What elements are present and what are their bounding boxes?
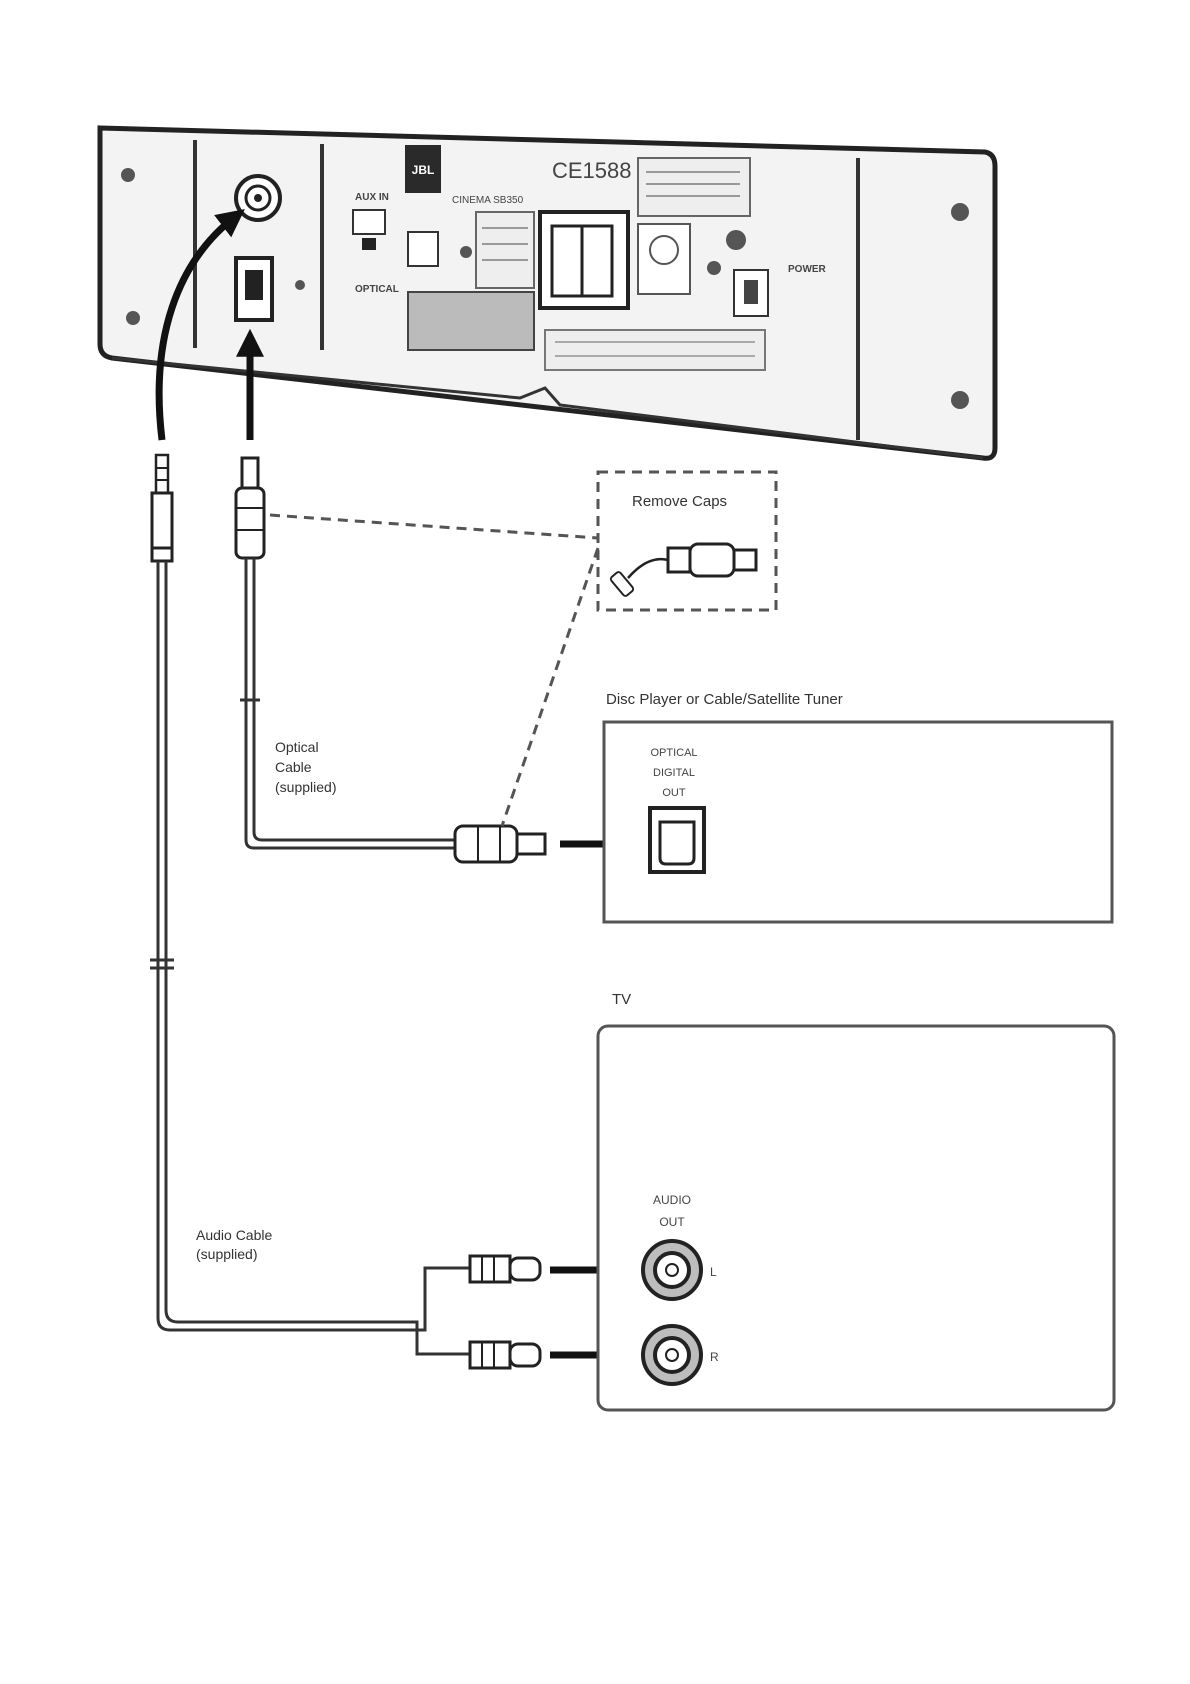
rca-plug-left (470, 1256, 540, 1282)
disc-player-device: Disc Player or Cable/Satellite Tuner OPT… (604, 691, 1112, 922)
optical-out-label-2: DIGITAL (653, 767, 695, 779)
optical-cable (240, 558, 455, 848)
audio-out-label-1: AUDIO (653, 1193, 691, 1207)
optical-digital-out-port (650, 808, 704, 872)
aux-3.5mm-plug (152, 455, 172, 561)
audio-cable-label-1: Audio Cable (196, 1227, 272, 1243)
screw-icon (121, 168, 135, 182)
power-label: POWER (788, 264, 827, 275)
optical-cable-label-1: Optical (275, 739, 319, 755)
optical-out-label-3: OUT (662, 787, 686, 799)
optical-plug-source (455, 826, 545, 862)
tv-device: TV AUDIO OUT L R (598, 991, 1114, 1410)
optical-cable-label-2: Cable (275, 759, 312, 775)
audio-out-label-2: OUT (659, 1215, 685, 1229)
ce-mark: CE1588 (552, 158, 632, 183)
optical-input-port (236, 258, 272, 320)
screw-icon (126, 311, 140, 325)
model-label: CINEMA SB350 (452, 195, 524, 206)
optical-plug (236, 458, 264, 558)
disc-player-title: Disc Player or Cable/Satellite Tuner (606, 691, 843, 708)
soundbar-rear-panel: AUX IN OPTICAL JBL CINEMA SB350 CE1588 (100, 128, 995, 458)
screw-icon (951, 203, 969, 221)
optical-label: OPTICAL (355, 284, 399, 295)
audio-cable-label-2: (supplied) (196, 1246, 257, 1262)
audio-out-jack-left (643, 1241, 701, 1299)
screw-icon (951, 391, 969, 409)
optical-cable-label-3: (supplied) (275, 779, 336, 795)
optical-out-label-1: OPTICAL (650, 747, 697, 759)
jack-left-label: L (710, 1265, 717, 1279)
rca-plug-right (470, 1342, 540, 1368)
aux-in-jack (236, 176, 280, 220)
tv-title: TV (612, 991, 631, 1008)
audio-out-jack-right (643, 1326, 701, 1384)
jack-right-label: R (710, 1350, 719, 1364)
remove-caps-label: Remove Caps (632, 493, 727, 510)
brand-logo: JBL (412, 163, 435, 177)
aux-in-label: AUX IN (355, 192, 389, 203)
